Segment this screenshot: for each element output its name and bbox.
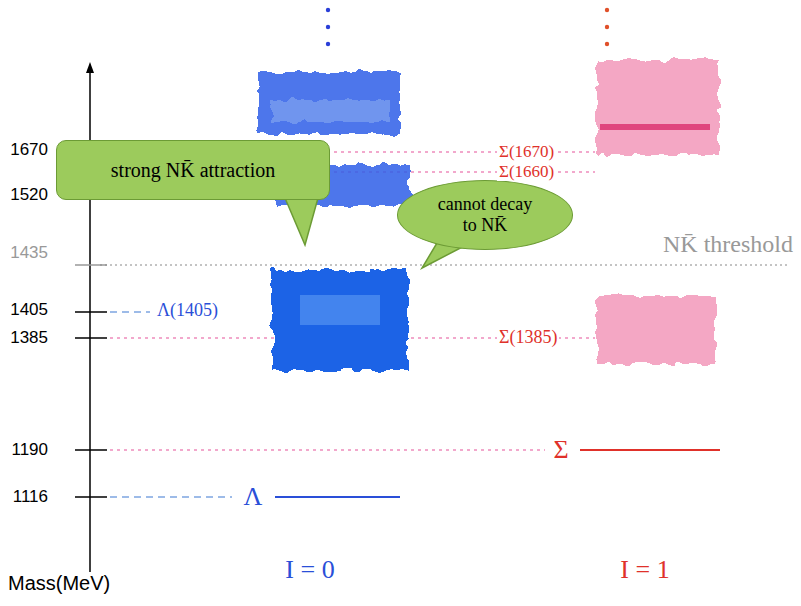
callout-bubble: cannot decay to NK̄	[397, 180, 574, 250]
state-label: Λ	[242, 483, 265, 512]
tick-label: 1190	[9, 441, 50, 460]
state-label: Σ(1660)	[497, 163, 556, 182]
axis-title: Mass(MeV)	[6, 572, 112, 594]
continuation-dots	[326, 8, 609, 46]
tick-label: 1435	[8, 244, 50, 263]
state-label: Λ(1405)	[155, 301, 220, 321]
tick-label: 1385	[8, 329, 50, 348]
state-label: Σ(1385)	[497, 328, 559, 348]
isospin-label: I = 0	[283, 556, 336, 585]
resonance-widths	[258, 60, 719, 370]
tick-label: 1670	[8, 141, 50, 160]
tick-label: 1116	[11, 488, 50, 507]
level-lines	[100, 152, 790, 497]
callout-bubble: strong NK̄ attraction	[56, 140, 330, 200]
callout-text: cannot decay to NK̄	[435, 194, 534, 235]
isospin-label: I = 1	[618, 556, 671, 585]
callout-text: strong NK̄ attraction	[111, 159, 275, 182]
state-label: Σ(1670)	[497, 143, 556, 162]
tick-label: 1520	[8, 186, 50, 205]
tick-label: 1405	[8, 301, 50, 320]
state-label: Σ	[551, 436, 570, 465]
threshold-label: NK̄ threshold	[661, 231, 795, 257]
